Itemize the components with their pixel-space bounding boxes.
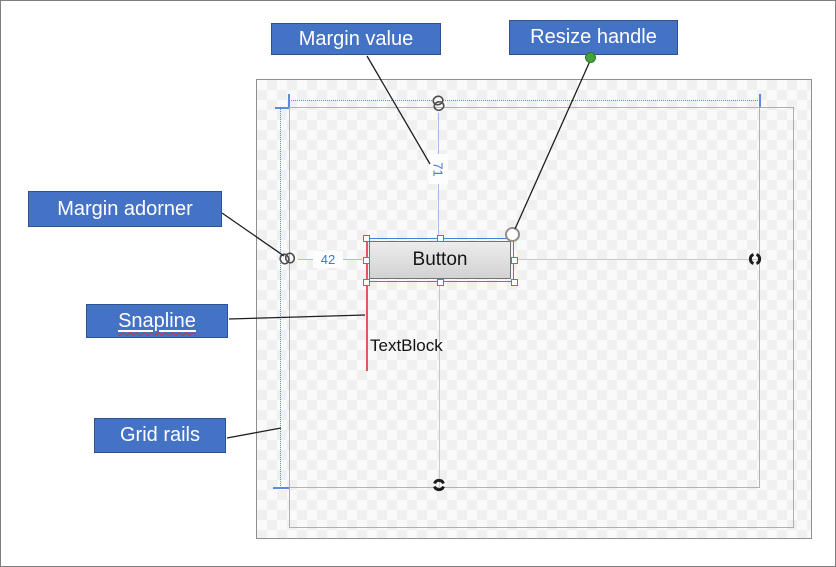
broken-chain-icon[interactable]	[747, 253, 763, 265]
resize-handle-top-left[interactable]	[363, 235, 370, 242]
grid-rail-top	[289, 100, 760, 101]
grid-outline	[289, 107, 760, 488]
grid-rail-left	[280, 108, 281, 488]
label-resize-handle: Resize handle	[509, 20, 678, 55]
resize-handle-top-center[interactable]	[437, 235, 444, 242]
margin-line-bottom-unset	[439, 284, 440, 488]
chain-link-icon[interactable]	[277, 251, 298, 266]
resize-handle-mid-left[interactable]	[363, 257, 370, 264]
button-label: Button	[412, 249, 468, 270]
label-margin-adorner: Margin adorner	[28, 191, 222, 227]
snapline	[366, 237, 368, 371]
margin-line-right-unset	[518, 259, 760, 260]
label-grid-rails: Grid rails	[94, 418, 226, 453]
broken-chain-icon[interactable]	[433, 477, 445, 493]
grid-rail-tick	[275, 107, 289, 109]
margin-value-left: 42	[313, 251, 343, 268]
button-control[interactable]: Button	[369, 241, 511, 279]
chain-link-icon[interactable]	[431, 93, 446, 114]
textblock-control[interactable]: TextBlock	[370, 336, 443, 355]
resize-handle-bottom-right[interactable]	[511, 279, 518, 286]
label-margin-value: Margin value	[271, 23, 441, 55]
grid-rail-tick	[288, 94, 290, 107]
grid-rail-tick	[759, 94, 761, 107]
resize-handle-mid-right[interactable]	[511, 257, 518, 264]
resize-handle-bottom-left[interactable]	[363, 279, 370, 286]
label-snapline: Snapline	[86, 304, 228, 338]
grid-rail-tick	[273, 487, 289, 489]
margin-value-top: 71	[428, 154, 448, 184]
resize-handle-bottom-center[interactable]	[437, 279, 444, 286]
resize-handle-circle[interactable]	[505, 227, 520, 242]
green-dot	[585, 52, 596, 63]
